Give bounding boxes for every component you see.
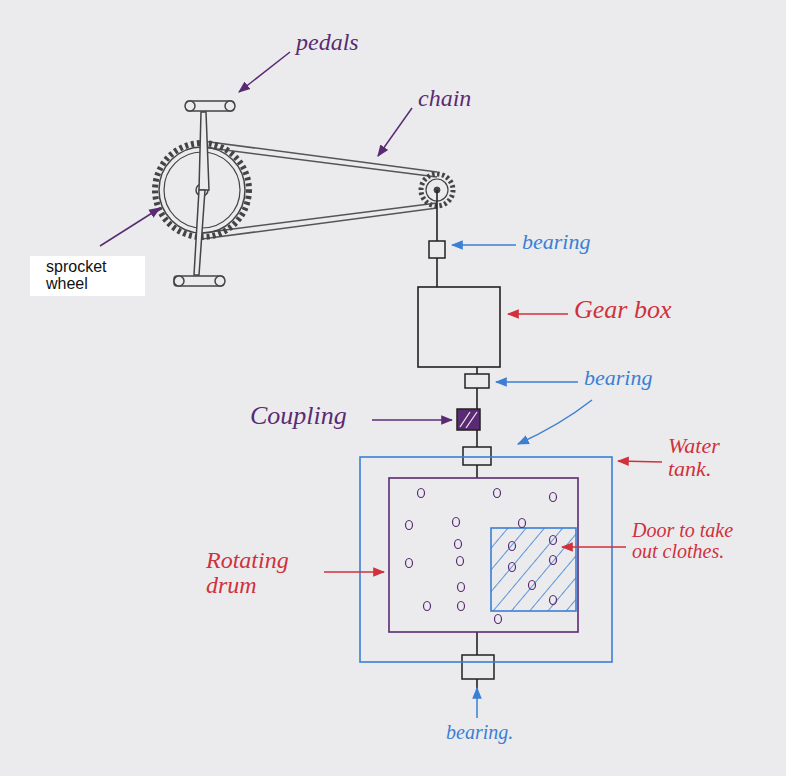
- water-tank: [360, 457, 612, 662]
- chain: [202, 208, 437, 239]
- part-label: Gear box: [574, 296, 671, 323]
- part-label: Water tank.: [668, 434, 768, 480]
- bearing-symbol: [462, 655, 494, 679]
- drum-holes: [457, 557, 464, 566]
- part-label: bearing.: [446, 722, 513, 743]
- leader-line: [618, 461, 662, 462]
- bearing-symbol: [429, 241, 445, 258]
- drum-holes: [550, 596, 557, 605]
- part-label: bearing: [584, 366, 652, 389]
- drum-holes: [550, 493, 557, 502]
- drum-holes: [495, 615, 502, 624]
- crank-and-pedals: [194, 190, 205, 275]
- coupling-symbol: [466, 412, 477, 428]
- leader-line: [476, 688, 478, 718]
- crank-and-pedals: [174, 276, 184, 286]
- crank-and-pedals: [186, 101, 234, 111]
- leader-line: [562, 546, 626, 548]
- bearing-symbol: [463, 447, 491, 465]
- part-label: Coupling: [250, 402, 347, 429]
- leader-line: [496, 381, 578, 383]
- drum-holes: [418, 489, 425, 498]
- part-label: pedals: [296, 30, 359, 55]
- part-label: chain: [418, 86, 471, 111]
- shaft: [436, 190, 438, 287]
- part-label: Door to take out clothes.: [632, 520, 737, 562]
- bearing-symbol: [429, 241, 494, 679]
- leader-line: [508, 313, 568, 315]
- gear-box: [418, 287, 500, 367]
- coupling-symbol: [457, 409, 480, 430]
- drum-holes: [458, 583, 465, 592]
- part-label: bearing: [522, 230, 590, 253]
- crank-and-pedals: [215, 276, 225, 286]
- chain: [202, 147, 437, 177]
- shaft: [437, 190, 477, 692]
- leader-line: [372, 419, 452, 421]
- leader-line: [324, 571, 384, 573]
- drum-holes: [406, 559, 413, 568]
- leader-line: [239, 52, 290, 92]
- drum-holes: [529, 581, 536, 590]
- crank-and-pedals: [185, 101, 195, 111]
- drum-holes: [550, 556, 557, 565]
- crank-and-pedals: [225, 101, 235, 111]
- drum-holes: [458, 602, 465, 611]
- part-label: Rotating drum: [206, 548, 318, 598]
- drum-holes: [550, 536, 557, 545]
- drum-holes: [406, 489, 557, 624]
- drum-holes: [494, 489, 501, 498]
- rotating-drum: [389, 478, 578, 632]
- drum-holes: [453, 518, 460, 527]
- drum-holes: [424, 602, 431, 611]
- drum-holes: [509, 542, 516, 551]
- drum-holes: [519, 519, 526, 528]
- leader-line: [378, 108, 412, 156]
- drum-holes: [455, 540, 462, 549]
- leader-line: [100, 52, 662, 718]
- leader-line: [100, 208, 160, 246]
- crank-and-pedals: [174, 101, 235, 286]
- coupling-symbol: [457, 409, 480, 430]
- part-label: sprocket wheel: [30, 256, 145, 296]
- leader-line: [452, 244, 516, 246]
- leader-line: [518, 400, 592, 444]
- drum-holes: [509, 563, 516, 572]
- door: [491, 528, 576, 611]
- crank-and-pedals: [199, 112, 209, 190]
- crank-and-pedals: [174, 276, 224, 286]
- bearing-symbol: [465, 374, 489, 388]
- drum-holes: [406, 521, 413, 530]
